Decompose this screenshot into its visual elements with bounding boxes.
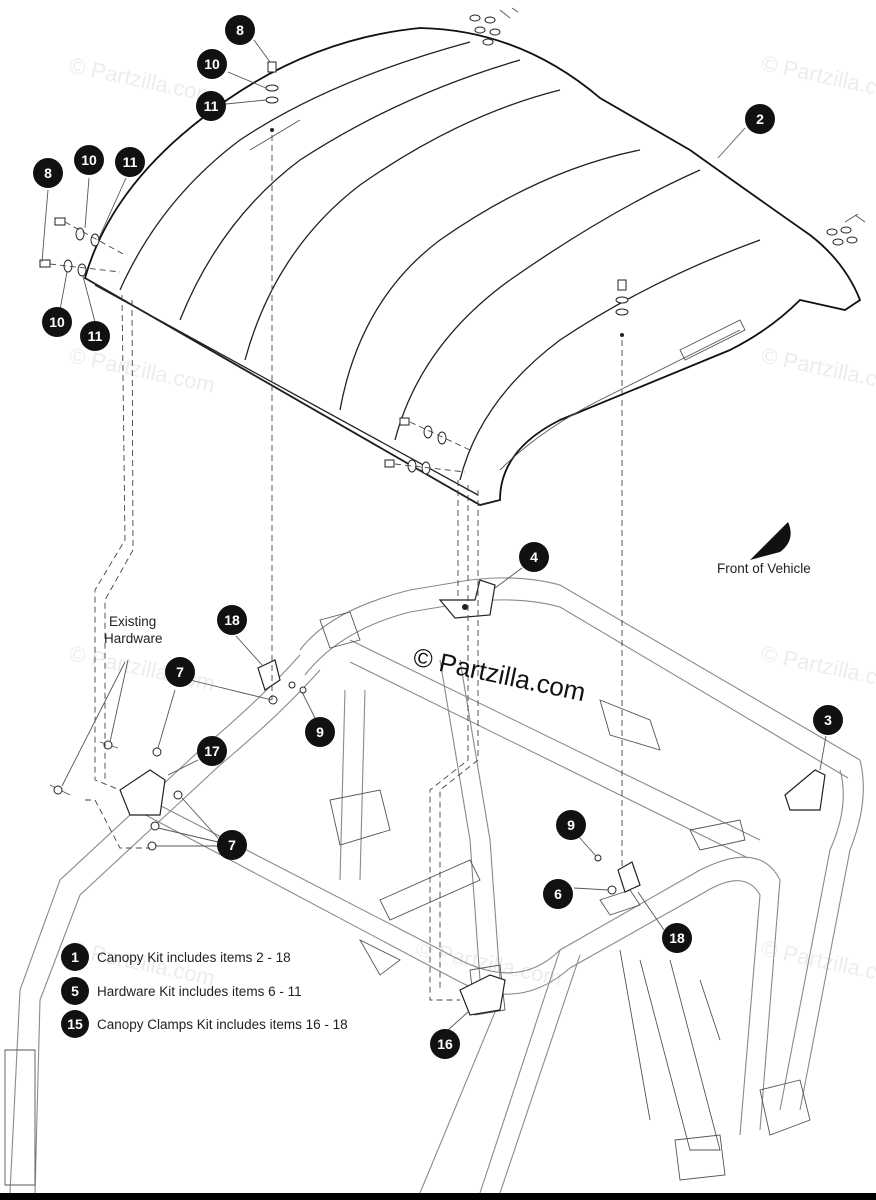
hardware-bolts-washers <box>39 7 866 895</box>
svg-text:10: 10 <box>81 152 97 168</box>
legend-number-badge: 1 <box>61 943 89 971</box>
callout-11-top: 11 <box>196 91 226 121</box>
front-direction-arrow-icon <box>750 522 791 560</box>
svg-text:8: 8 <box>236 22 244 38</box>
callout-16: 16 <box>430 1029 460 1059</box>
callout-9-right: 9 <box>556 810 586 840</box>
watermark: © Partzilla.com <box>67 342 217 397</box>
legend-item: 15 Canopy Clamps Kit includes items 16 -… <box>61 1010 348 1038</box>
callout-10-left: 10 <box>74 145 104 175</box>
svg-text:11: 11 <box>88 328 103 344</box>
callout-7-lower: 7 <box>217 830 247 860</box>
svg-text:17: 17 <box>204 743 220 759</box>
alignment-lines <box>85 135 623 1001</box>
svg-text:9: 9 <box>567 817 575 833</box>
watermark: © Partzilla.com <box>67 640 217 695</box>
svg-text:6: 6 <box>554 886 562 902</box>
svg-text:1: 1 <box>71 949 79 965</box>
watermark: © Partzilla.com <box>759 342 876 397</box>
svg-text:10: 10 <box>49 314 65 330</box>
callout-2: 2 <box>745 104 775 134</box>
legend-item: 5 Hardware Kit includes items 6 - 11 <box>61 977 302 1005</box>
svg-text:18: 18 <box>669 930 685 946</box>
callout-6: 6 <box>543 879 573 909</box>
mount-brackets <box>119 579 826 1016</box>
callout-17: 17 <box>197 736 227 766</box>
front-of-vehicle-indicator: Front of Vehicle <box>717 522 811 576</box>
legend-text: Hardware Kit includes items 6 - 11 <box>97 984 302 999</box>
callout-18-right: 18 <box>662 923 692 953</box>
legend-text: Canopy Clamps Kit includes items 16 - 18 <box>97 1017 348 1032</box>
legend-number-badge: 15 <box>61 1010 89 1038</box>
svg-text:18: 18 <box>224 612 240 628</box>
bottom-border <box>0 1193 876 1200</box>
roll-cage-frame <box>4 577 864 1194</box>
leader-lines <box>41 39 827 1031</box>
kit-legend: 1 Canopy Kit includes items 2 - 18 5 Har… <box>61 943 348 1038</box>
svg-text:9: 9 <box>316 724 324 740</box>
callout-11-left: 11 <box>115 147 145 177</box>
legend-text: Canopy Kit includes items 2 - 18 <box>97 950 291 965</box>
svg-text:15: 15 <box>67 1016 83 1032</box>
center-watermark: © Partzilla.com <box>411 642 589 708</box>
existing-hardware-label-line2: Hardware <box>104 631 163 646</box>
front-of-vehicle-label: Front of Vehicle <box>717 561 811 576</box>
svg-text:2: 2 <box>756 111 764 127</box>
legend-number-badge: 5 <box>61 977 89 1005</box>
svg-text:8: 8 <box>44 165 52 181</box>
callout-9-left: 9 <box>305 717 335 747</box>
callout-10-lower-left: 10 <box>42 307 72 337</box>
svg-text:11: 11 <box>123 154 138 170</box>
svg-text:16: 16 <box>437 1036 453 1052</box>
legend-item: 1 Canopy Kit includes items 2 - 18 <box>61 943 291 971</box>
svg-text:7: 7 <box>228 837 236 853</box>
watermark: © Partzilla.com <box>67 52 217 107</box>
watermark: © Partzilla.com <box>759 640 876 695</box>
svg-text:4: 4 <box>530 549 538 565</box>
callout-7-upper: 7 <box>165 657 195 687</box>
watermark: © Partzilla.com <box>759 935 876 990</box>
callout-8-top: 8 <box>225 15 255 45</box>
svg-text:5: 5 <box>71 983 79 999</box>
svg-text:10: 10 <box>204 56 220 72</box>
callout-3: 3 <box>813 705 843 735</box>
existing-hardware-label-line1: Existing <box>109 614 156 629</box>
watermark: © Partzilla.com <box>759 50 876 105</box>
svg-text:3: 3 <box>824 712 832 728</box>
callout-10-top: 10 <box>197 49 227 79</box>
callout-18-left: 18 <box>217 605 247 635</box>
callout-11-lower-left: 11 <box>80 321 110 351</box>
svg-text:7: 7 <box>176 664 184 680</box>
svg-text:11: 11 <box>204 98 219 114</box>
canopy-roof <box>83 27 862 506</box>
callout-8-left: 8 <box>33 158 63 188</box>
callout-4: 4 <box>519 542 549 572</box>
